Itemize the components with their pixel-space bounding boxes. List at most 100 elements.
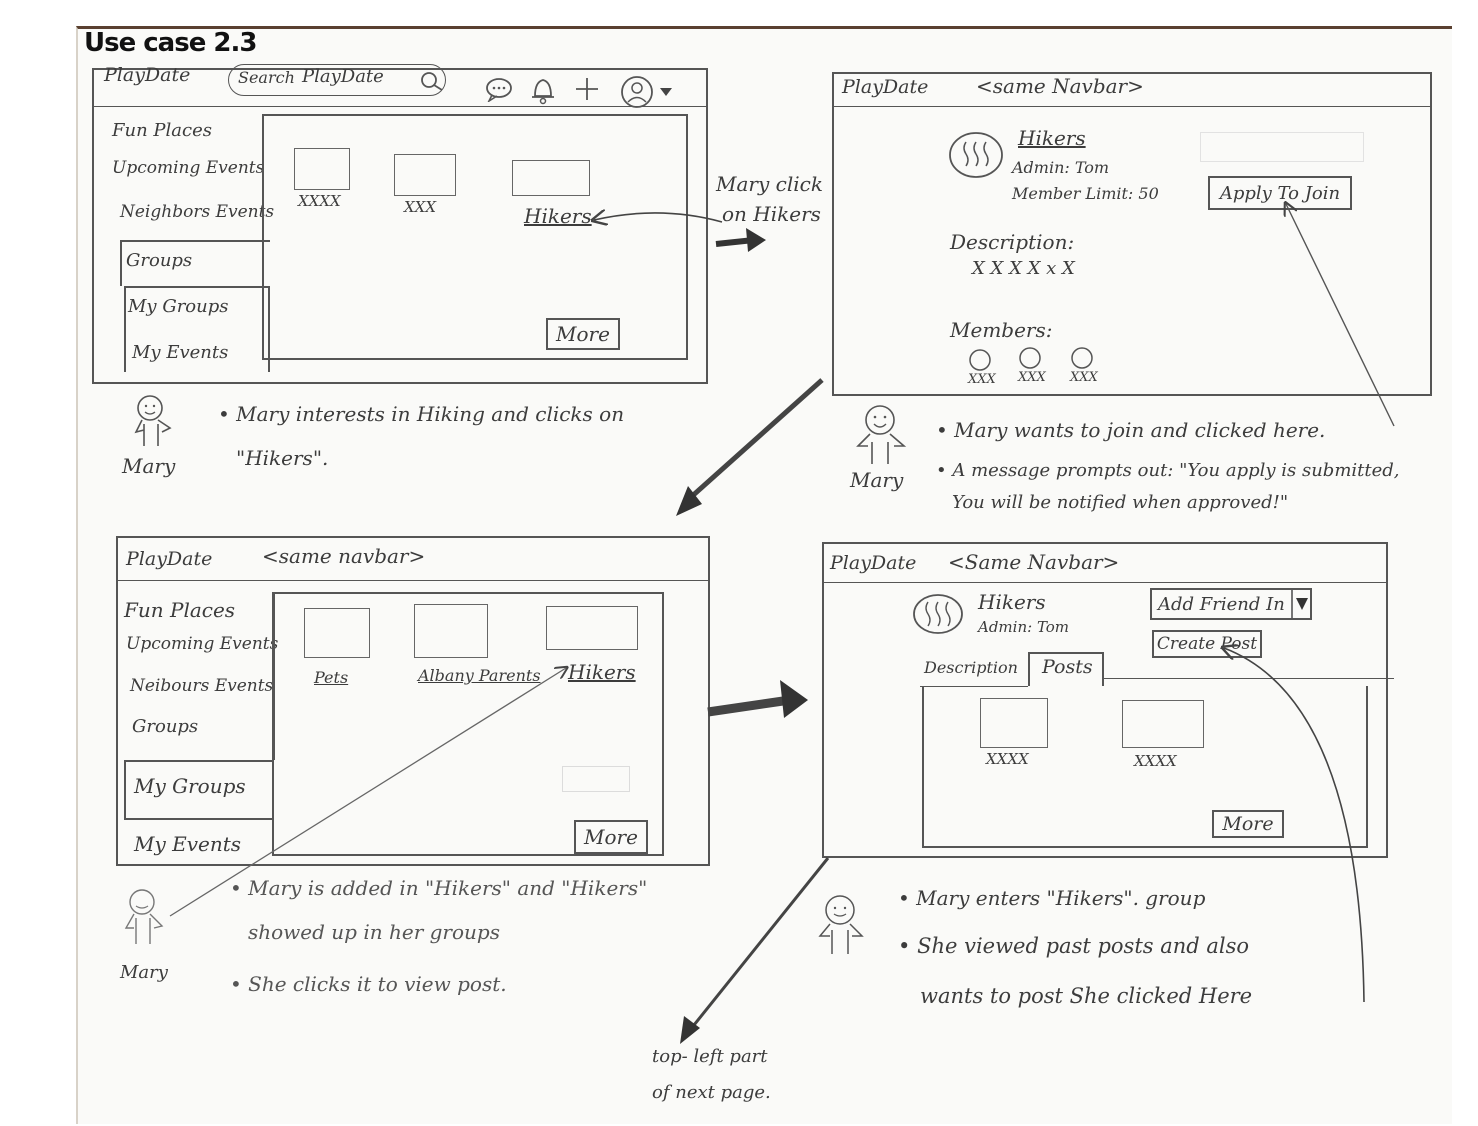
arrow-label: Mary click (716, 172, 823, 196)
card-image[interactable] (294, 148, 350, 190)
more-button-label: More (1222, 813, 1274, 835)
sidebar-item-fun-places[interactable]: Fun Places (112, 120, 212, 141)
card-label-hikers[interactable]: Hikers (524, 204, 592, 228)
post-image[interactable] (1122, 700, 1204, 748)
more-button-label: More (556, 322, 610, 346)
flow-arrow-down-left (680, 857, 830, 1044)
tab-posts-frame[interactable] (1028, 652, 1104, 686)
apply-button-label: Apply To Join (1219, 182, 1341, 204)
panel-4-frame (822, 542, 1388, 858)
tab-description[interactable]: Description (924, 658, 1018, 677)
navbar-divider (822, 582, 1388, 583)
stick-figure-icon (852, 402, 912, 472)
flow-arrow-right (715, 228, 766, 252)
card-label-hikers[interactable]: Hikers (568, 660, 636, 684)
member-name: XXX (1070, 370, 1098, 385)
member-avatar-icon (968, 348, 994, 378)
sidebar-item-my-events[interactable]: My Events (132, 342, 229, 363)
note-line: • She clicks it to view post. (230, 972, 507, 996)
panel-2-frame (832, 72, 1432, 396)
bell-icon[interactable] (528, 74, 558, 110)
card-image-hikers[interactable] (546, 606, 638, 650)
sidebar-item-my-groups[interactable]: My Groups (134, 774, 246, 798)
panel-3-frame (116, 536, 710, 866)
search-value: PlayDate (302, 66, 384, 87)
sidebar-item-groups[interactable]: Groups (132, 716, 199, 737)
note-line: • Mary interests in Hiking and clicks on (218, 402, 625, 426)
actor-name: Mary (122, 454, 176, 478)
profile-avatar-icon[interactable] (620, 74, 676, 114)
chevron-down-icon[interactable] (1290, 590, 1312, 622)
note-text: A message prompts out: "You apply is sub… (952, 460, 1400, 481)
more-button[interactable]: More (574, 820, 648, 854)
note-line: • A message prompts out: "You apply is s… (936, 460, 1400, 481)
sidebar-item-fun-places[interactable]: Fun Places (124, 598, 236, 622)
navbar-placeholder: <same navbar> (262, 544, 426, 568)
sidebar-item-neighbors-events[interactable]: Neighbors Events (120, 202, 275, 222)
note-line: "Hikers". (236, 446, 329, 470)
card-label[interactable]: XXX (404, 198, 437, 216)
card-label-albany-parents[interactable]: Albany Parents (418, 666, 541, 685)
search-label: Search (238, 68, 295, 87)
note-text: Mary enters "Hikers". group (916, 886, 1206, 910)
note-text: Mary wants to join and clicked here. (954, 418, 1326, 442)
navbar-divider (92, 106, 708, 107)
member-name: XXX (968, 372, 996, 387)
sidebar-item-upcoming-events[interactable]: Upcoming Events (112, 158, 265, 178)
apply-to-join-button[interactable]: Apply To Join (1208, 176, 1352, 210)
note-line: • Mary enters "Hikers". group (898, 886, 1206, 910)
chat-icon[interactable] (484, 76, 514, 106)
pointer-arrow-create-post (1224, 648, 1365, 1003)
actor-name: Mary (120, 962, 168, 983)
faded-button (562, 766, 630, 792)
group-name: Hikers (978, 590, 1046, 614)
sidebar-item-upcoming-events[interactable]: Upcoming Events (126, 634, 279, 654)
card-label[interactable]: XXXX (298, 192, 341, 210)
note-line: wants to post She clicked Here (920, 984, 1253, 1008)
post-label[interactable]: XXXX (986, 750, 1029, 768)
sidebar-item-my-events[interactable]: My Events (134, 832, 242, 856)
logo: PlayDate (842, 76, 929, 98)
my-section (124, 286, 270, 372)
search-input[interactable] (228, 64, 446, 96)
member-avatar-icon (1070, 346, 1096, 376)
groups-content (272, 592, 664, 856)
search-icon[interactable] (418, 70, 446, 96)
note-line: • She viewed past posts and also (898, 934, 1250, 958)
arrow-label: on Hikers (722, 202, 821, 226)
sidebar-item-neibours-events[interactable]: Neibours Events (130, 676, 274, 696)
card-image[interactable] (304, 608, 370, 658)
more-button[interactable]: More (546, 318, 620, 350)
group-admin: Admin: Tom (1012, 158, 1110, 177)
groups-content (262, 114, 688, 360)
my-groups-section (124, 760, 274, 820)
note-line: • Mary is added in "Hikers" and "Hikers" (230, 876, 648, 900)
card-image[interactable] (394, 154, 456, 196)
sidebar-item-my-groups[interactable]: My Groups (128, 296, 229, 317)
add-friend-dropdown[interactable]: Add Friend In (1150, 588, 1312, 620)
navbar-placeholder: <same Navbar> (976, 74, 1144, 98)
note-text: Mary interests in Hiking and clicks on (236, 402, 625, 426)
card-image[interactable] (414, 604, 488, 658)
groups-section (120, 240, 270, 286)
note-line: showed up in her groups (248, 920, 500, 944)
post-image[interactable] (980, 698, 1048, 748)
actor-name: Mary (850, 468, 904, 492)
flow-arrow-down-left (676, 378, 824, 516)
next-page-label: of next page. (652, 1082, 771, 1103)
stick-figure-icon (128, 392, 180, 456)
pointer-arrow-hikers (594, 213, 723, 222)
post-label[interactable]: XXXX (1134, 752, 1177, 770)
navbar-divider (116, 580, 710, 581)
panel-1-frame (92, 68, 708, 384)
sidebar-item-groups[interactable]: Groups (126, 250, 193, 271)
add-friend-label: Add Friend In (1158, 593, 1285, 615)
sidebar-divider (274, 594, 275, 760)
more-button[interactable]: More (1212, 810, 1284, 838)
note-text: She viewed past posts and also (917, 934, 1250, 958)
next-page-label: top- left part (652, 1046, 768, 1067)
card-image-hikers[interactable] (512, 160, 590, 196)
plus-icon[interactable] (574, 76, 600, 106)
card-label-pets[interactable]: Pets (314, 668, 349, 687)
tab-posts[interactable]: Posts (1042, 656, 1093, 678)
